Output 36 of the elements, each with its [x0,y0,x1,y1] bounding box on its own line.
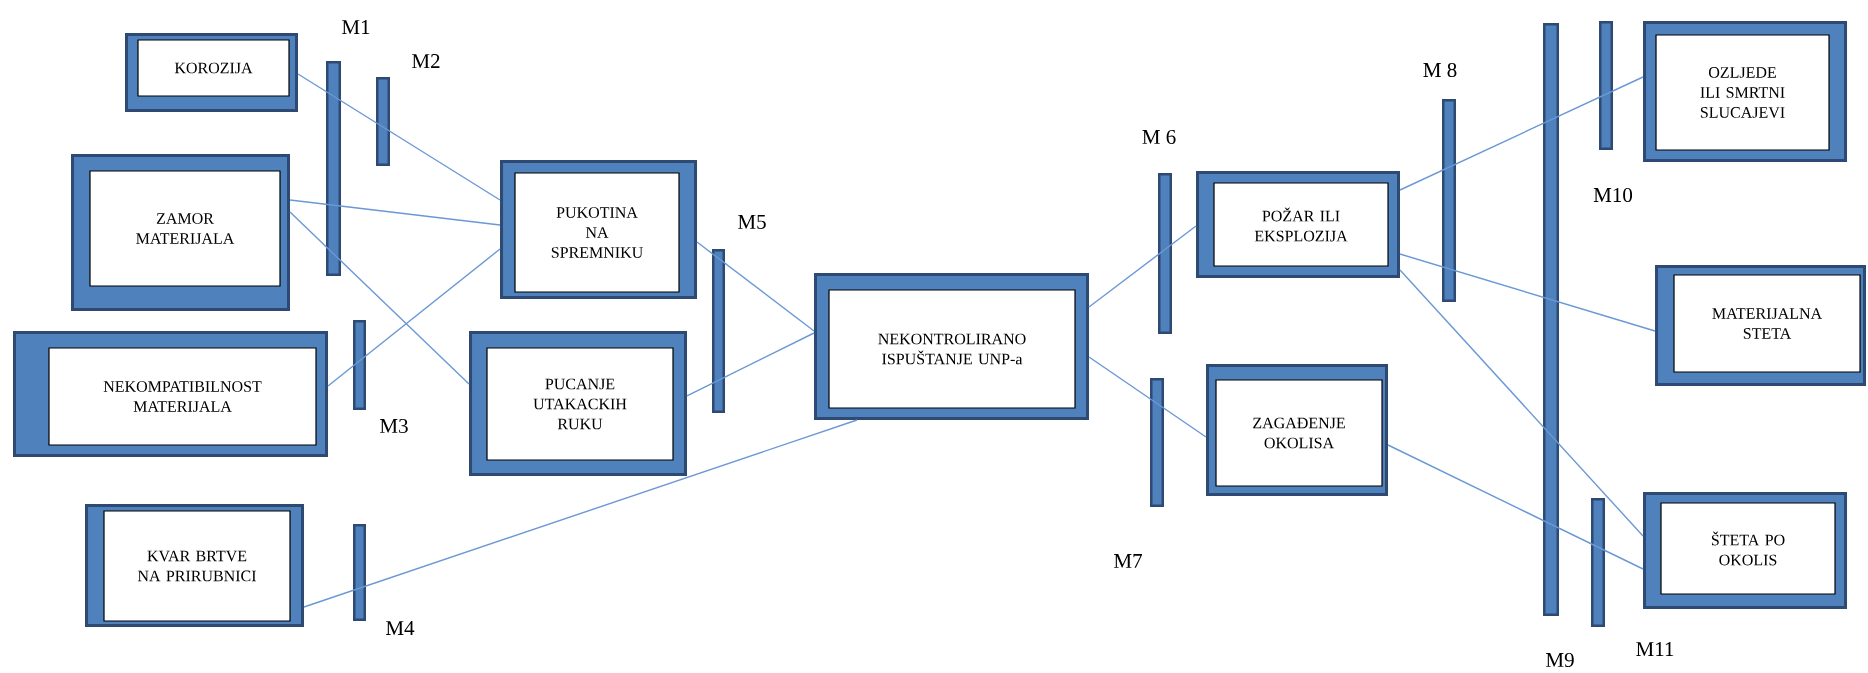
event-box: NEKONTROLIRANO ISPUŠTANJE UNP-a [814,273,1089,420]
event-box: PUKOTINA NA SPREMNIKU [500,160,697,299]
connector-line [1399,269,1644,537]
barrier-label: M4 [386,621,415,635]
connector-line [303,419,858,608]
barrier-label: M3 [380,418,408,434]
connector-line [1399,253,1656,332]
event-box: NEKOMPATIBILNOST MATERIJALA [13,331,328,457]
event-box: OZLJEDE ILI SMRTNI SLUCAJEVI [1643,21,1847,162]
barrier-label: M5 [738,215,766,229]
barrier-label: M7 [1114,554,1142,568]
connector-line [289,211,470,385]
event-box: ŠTETA PO OKOLIS [1643,492,1847,609]
connector-line [1387,444,1644,570]
barrier-label: M1 [342,20,370,34]
event-box: ZAGAĐENJE OKOLISA [1206,364,1388,496]
event-box: MATERIJALNA STETA [1655,265,1866,386]
connector-line [327,248,501,387]
event-box: KOROZIJA [125,33,298,112]
barrier-label: M 6 [1142,129,1176,145]
connector-line [1399,76,1644,191]
barrier-label: M9 [1546,652,1574,668]
connector-line [696,241,815,332]
connector-line [1088,225,1197,308]
connector-line [289,199,501,226]
barrier-label: M10 [1593,187,1633,203]
connector-line [1088,356,1207,438]
event-box: KVAR BRTVE NA PRIRUBNICI [85,504,304,627]
connector-line [686,332,815,397]
barrier-label: M11 [1636,642,1674,656]
connector-line [297,73,501,201]
barrier-label: M 8 [1423,62,1457,78]
event-box: ZAMOR MATERIJALA [71,154,290,311]
barrier-label: M2 [412,54,440,68]
event-box: POŽAR ILI EKSPLOZIJA [1196,171,1400,278]
event-box: PUCANJE UTAKACKIH RUKU [469,331,687,476]
